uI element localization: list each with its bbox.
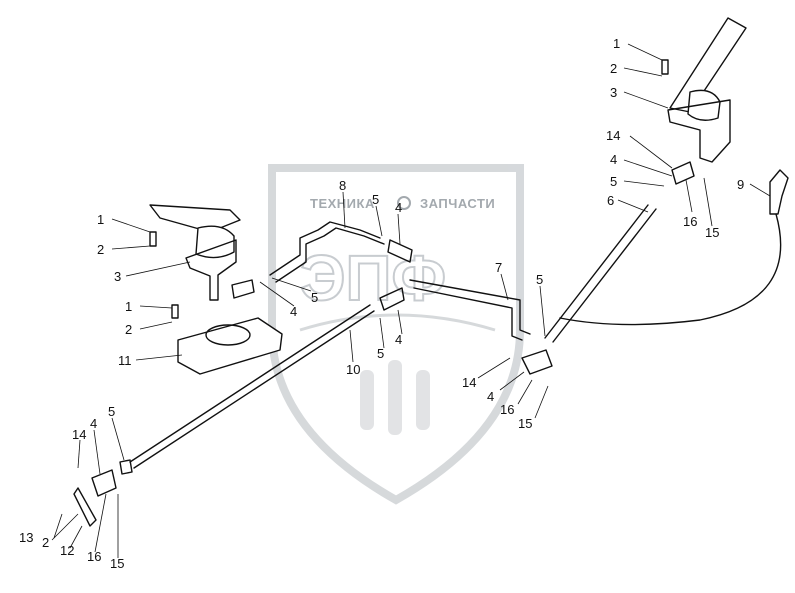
callout-mid-15: 15 [518,416,532,431]
callout-mid-4d: 4 [487,389,494,404]
rod-7-inner [413,287,523,341]
left-pedal-bracket [185,239,237,301]
callout-left-1: 1 [97,212,104,227]
callout-mid-5d: 5 [536,272,543,287]
callout-right-2: 2 [610,61,617,76]
left-pedal-clamp [231,279,255,299]
callout-mid-5c: 5 [377,346,384,361]
left-pedal-assembly [149,204,283,375]
callout-right-4: 4 [610,152,617,167]
callout-mid-5a: 5 [372,192,379,207]
watermark-shield [268,164,524,505]
callout-bl-14: 14 [72,427,86,442]
callout-mid-5b: 5 [311,290,318,305]
coupling-lower [379,287,405,311]
rod-6-left [544,204,649,339]
callout-bl-12: 12 [60,543,74,558]
watermark-arc [299,313,496,332]
plate-12 [73,487,97,527]
callout-mid-4b: 4 [290,304,297,319]
rod-10-bottom [133,310,375,469]
callout-mid-14: 14 [462,375,476,390]
right-pedal-assembly [559,17,789,326]
watermark-wheat-icon [360,360,430,435]
callout-right-14: 14 [606,128,620,143]
callout-right-9: 9 [737,177,744,192]
watermark-text-left: ТЕХНИКА [310,196,375,211]
callout-mid-4a: 4 [395,200,402,215]
stop-valve-9 [769,169,789,215]
floor-plate-opening [205,324,251,346]
callout-right-5: 5 [610,174,617,189]
callout-labels: 1 2 3 1 2 11 8 5 4 4 5 10 5 4 7 5 14 4 1… [19,36,744,571]
callout-left-11: 11 [118,353,132,368]
rod-8-inner [275,227,385,283]
callout-mid-16: 16 [500,402,514,417]
left-pedal-pad [149,204,241,233]
watermark-text-right: ЗАПЧАСТИ [420,196,495,211]
callout-mid-8: 8 [339,178,346,193]
left-pedal-boot [195,225,235,259]
floor-plate [177,317,283,375]
callout-right-1: 1 [613,36,620,51]
cable-9 [559,213,782,326]
bushing-5 [119,459,133,475]
right-lever [671,161,695,185]
callout-left-2b: 2 [125,322,132,337]
rod-8 [269,221,381,276]
callout-left-3: 3 [114,269,121,284]
callout-mid-7: 7 [495,260,502,275]
callout-mid-4c: 4 [395,332,402,347]
callout-bl-15: 15 [110,556,124,571]
callout-right-3: 3 [610,85,617,100]
callout-mid-10: 10 [346,362,360,377]
leader-lines [51,43,771,558]
left-bolt-2 [171,304,179,319]
rod-6-right [552,208,657,343]
coupling-upper [387,239,413,263]
right-pedal-bracket [667,99,731,163]
callout-left-1b: 1 [125,299,132,314]
right-bolt [661,59,669,75]
lever-mid [521,349,553,375]
right-pedal-boot [687,89,721,121]
callout-right-6: 6 [607,193,614,208]
left-bolt-1 [149,231,157,247]
callout-bl-16: 16 [87,549,101,564]
watermark: ТЕХНИКА ЗАПЧАСТИ ЭПФ [268,164,524,505]
callout-bl-2: 2 [42,535,49,550]
lever-bottom-left [91,469,117,497]
watermark-logo-letters: ЭПФ [300,242,446,314]
bottom-left-assembly [73,459,133,527]
callout-bl-4: 4 [90,416,97,431]
rod-10-top [129,304,371,463]
callout-left-2: 2 [97,242,104,257]
rod-7 [409,279,531,335]
callout-right-15: 15 [705,225,719,240]
callout-bl-5: 5 [108,404,115,419]
callout-right-16: 16 [683,214,697,229]
watermark-gear-icon [397,196,411,210]
callout-bl-13: 13 [19,530,33,545]
right-pedal-pad [669,17,747,113]
